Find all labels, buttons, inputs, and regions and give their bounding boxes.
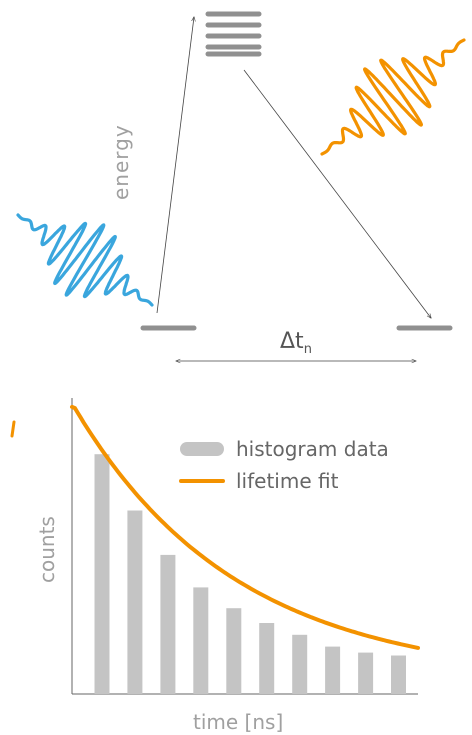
histogram-bar <box>226 608 242 694</box>
delay-label-main: Δt <box>280 329 304 354</box>
histogram-bar <box>325 646 341 694</box>
excitation-arrow <box>156 17 194 314</box>
legend-swatch-histogram <box>180 442 224 456</box>
histogram-bars <box>94 454 406 694</box>
emission-arrow <box>243 69 431 318</box>
histogram-bar <box>160 554 176 694</box>
lifetime-fit-curve <box>70 404 420 650</box>
legend-label-histogram: histogram data <box>236 437 389 461</box>
histogram-bar <box>358 652 374 694</box>
legend: histogram data lifetime fit <box>179 437 389 493</box>
delay-label: Δtn <box>280 329 312 357</box>
y-axis-label: counts <box>35 516 59 583</box>
histogram-bar <box>391 655 406 694</box>
lifetime-chart: counts time [ns] histogram data lifetime… <box>35 398 420 734</box>
histogram-bar <box>259 623 275 694</box>
delay-label-subscript: n <box>304 342 312 357</box>
excitation-wave-packet <box>16 213 154 307</box>
histogram-bar <box>292 634 308 694</box>
histogram-bar <box>193 587 209 694</box>
histogram-bar <box>94 454 110 694</box>
emission-wave-packet <box>320 38 466 156</box>
x-axis-label: time [ns] <box>193 710 283 734</box>
energy-label: energy <box>109 124 133 200</box>
excited-state-levels <box>205 11 262 57</box>
histogram-bar <box>127 510 143 694</box>
emission-wave-fragment <box>10 420 16 438</box>
legend-label-fit: lifetime fit <box>236 469 339 493</box>
energy-diagram: energy Δtn <box>10 11 466 438</box>
